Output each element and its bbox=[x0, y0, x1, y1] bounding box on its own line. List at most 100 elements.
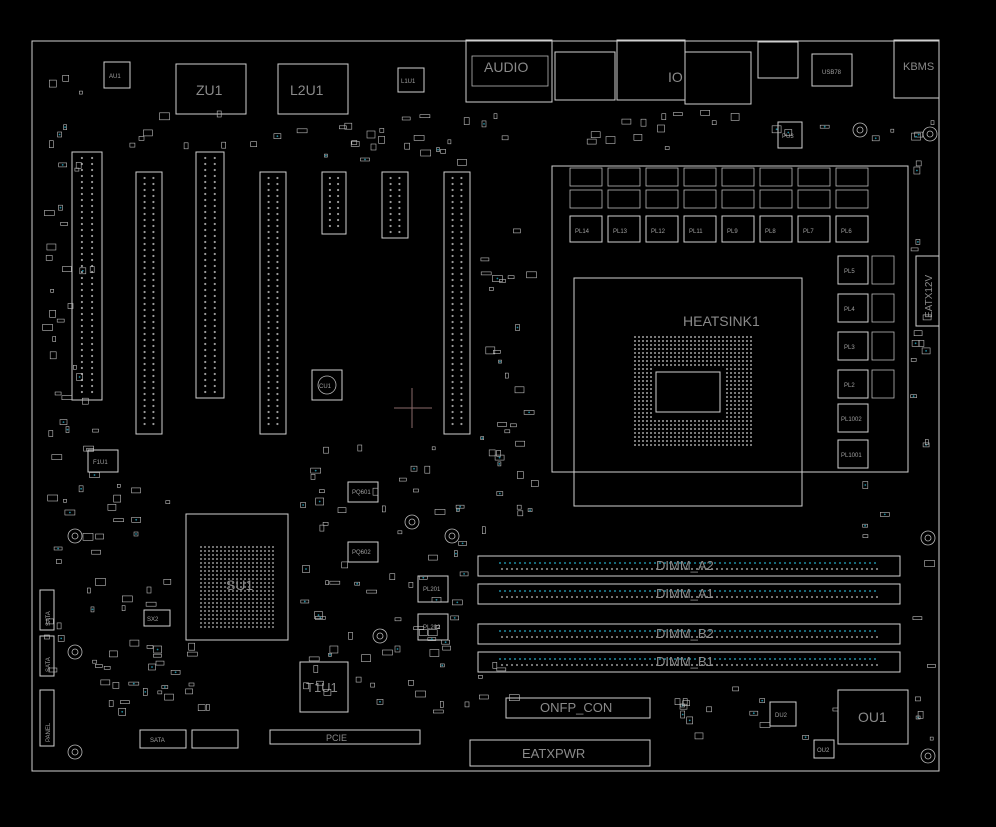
chipset-ball bbox=[200, 558, 202, 560]
connector-sata-bottom-2 bbox=[191, 729, 239, 749]
via bbox=[461, 542, 464, 545]
dimm-pin bbox=[581, 596, 583, 598]
cpu-ball bbox=[646, 412, 648, 414]
smd-part bbox=[427, 637, 437, 641]
dimm-pin bbox=[586, 664, 588, 666]
chipset-ball bbox=[264, 614, 266, 616]
slot-pin bbox=[267, 218, 270, 222]
slot-pin bbox=[91, 222, 94, 226]
cpu-ball bbox=[714, 344, 716, 346]
chipset-ball bbox=[260, 614, 262, 616]
slot-pin bbox=[398, 200, 401, 204]
dimm-pin bbox=[826, 636, 828, 638]
cpu-ball bbox=[634, 364, 636, 366]
cpu-ball bbox=[710, 360, 712, 362]
cpu-ball bbox=[650, 396, 652, 398]
slot-pin bbox=[80, 204, 83, 208]
dimm-pin bbox=[689, 590, 691, 592]
dimm-pin bbox=[799, 658, 801, 660]
slot-pin bbox=[451, 386, 454, 390]
cpu-ball bbox=[662, 344, 664, 346]
slot-pin bbox=[80, 366, 83, 370]
slot-pin bbox=[152, 296, 155, 300]
chipset-ball bbox=[240, 610, 242, 612]
slot-pin bbox=[204, 204, 207, 208]
slot-pin bbox=[267, 350, 270, 354]
cpu-ball bbox=[654, 336, 656, 338]
dimm-pin bbox=[799, 590, 801, 592]
slot-pin bbox=[204, 300, 207, 304]
cpu-ball bbox=[634, 380, 636, 382]
dimm-pin bbox=[764, 630, 766, 632]
cpu-ball bbox=[698, 432, 700, 434]
smd-part bbox=[113, 494, 121, 503]
slot-pin bbox=[143, 218, 146, 222]
cpu-ball bbox=[710, 436, 712, 438]
cpu-ball bbox=[738, 392, 740, 394]
slot-pin bbox=[80, 174, 83, 178]
mounting-hole-inner bbox=[71, 748, 79, 756]
dimm-pin bbox=[646, 664, 648, 666]
cpu-ball bbox=[750, 416, 752, 418]
dimm-pin bbox=[589, 658, 591, 660]
dimm-pin bbox=[609, 630, 611, 632]
vrm-mosfet bbox=[871, 369, 895, 399]
smd-part bbox=[164, 693, 174, 701]
cpu-ball bbox=[730, 424, 732, 426]
cpu-ball bbox=[722, 444, 724, 446]
vrm-mosfet bbox=[645, 189, 679, 209]
dimm-pin bbox=[524, 562, 526, 564]
cpu-ball bbox=[638, 424, 640, 426]
dimm-pin bbox=[784, 562, 786, 564]
smd-part bbox=[58, 204, 63, 211]
smd-part bbox=[802, 734, 809, 740]
dimm-pin bbox=[691, 568, 693, 570]
cpu-ball bbox=[650, 388, 652, 390]
via bbox=[144, 691, 147, 693]
via bbox=[305, 568, 307, 570]
smd-part bbox=[95, 578, 106, 586]
dimm-pin bbox=[866, 596, 868, 598]
cpu-ball bbox=[634, 368, 636, 370]
dimm-pin bbox=[809, 630, 811, 632]
dimm-pin bbox=[636, 636, 638, 638]
cpu-ball bbox=[730, 396, 732, 398]
via bbox=[435, 598, 438, 601]
cpu-ball bbox=[674, 340, 676, 342]
slot-pin bbox=[213, 378, 216, 382]
chipset-ball bbox=[268, 622, 270, 624]
chipset-ball bbox=[204, 562, 206, 564]
slot-pin bbox=[267, 194, 270, 198]
slot-pin bbox=[213, 228, 216, 232]
cpu-ball bbox=[646, 352, 648, 354]
slot-pin bbox=[152, 350, 155, 354]
dimm-pin bbox=[794, 590, 796, 592]
smd-part bbox=[313, 665, 319, 673]
cpu-ball bbox=[678, 440, 680, 442]
slot-pin bbox=[204, 234, 207, 238]
cpu-ball bbox=[742, 384, 744, 386]
cpu-ball bbox=[666, 440, 668, 442]
dimm-pin bbox=[811, 664, 813, 666]
chipset-ball bbox=[224, 554, 226, 556]
slot-pin bbox=[91, 234, 94, 238]
slot-pin bbox=[143, 350, 146, 354]
cpu-ball bbox=[634, 404, 636, 406]
chipset-ball bbox=[236, 562, 238, 564]
smd-part bbox=[862, 534, 869, 538]
mounting-hole bbox=[67, 528, 83, 544]
slot-pin bbox=[80, 348, 83, 352]
cpu-ball bbox=[678, 424, 680, 426]
slot-pin bbox=[267, 356, 270, 360]
slot-pin bbox=[152, 374, 155, 378]
chipset-ball bbox=[268, 562, 270, 564]
slot-pin bbox=[276, 194, 279, 198]
slot-pin bbox=[451, 404, 454, 408]
chipset-ball bbox=[216, 598, 218, 600]
smd-part bbox=[185, 688, 193, 695]
slot-pin bbox=[152, 254, 155, 258]
via bbox=[163, 686, 166, 688]
dimm-pin bbox=[706, 596, 708, 598]
dimm-pin bbox=[516, 596, 518, 598]
via bbox=[874, 137, 877, 140]
